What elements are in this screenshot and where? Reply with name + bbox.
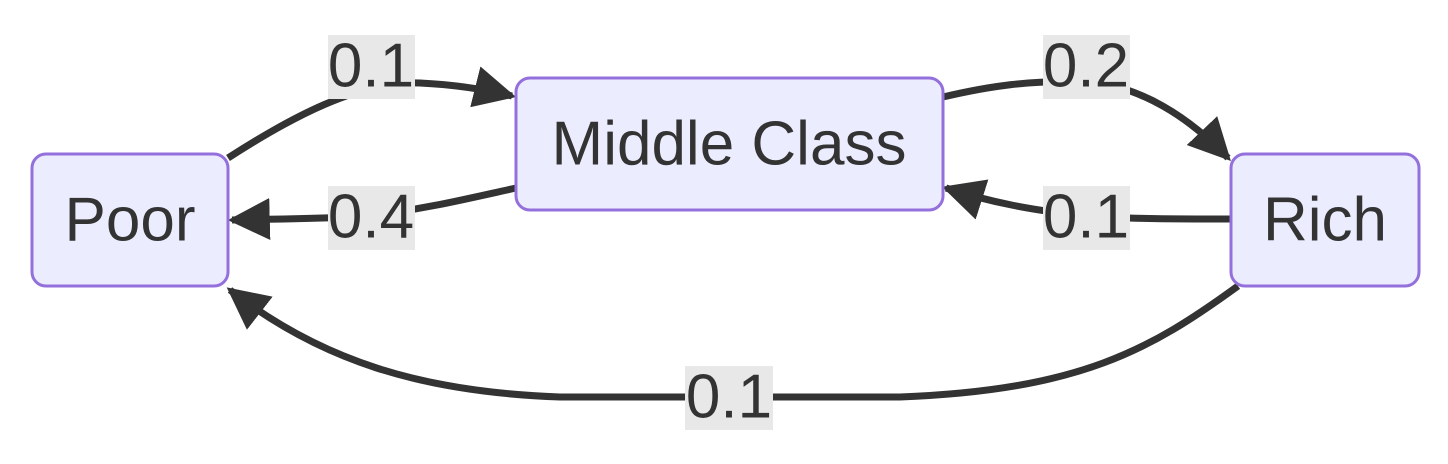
edge-rich-to-poor: 0.1 [226, 283, 1241, 432]
edge-middle-to-rich: 0.2 [942, 32, 1231, 162]
edge-poor-to-middle: 0.1 [226, 32, 517, 161]
edge-label-bg [328, 35, 415, 99]
edge-label-bg [328, 186, 415, 250]
edge-middle-to-poor: 0.4 [227, 183, 517, 252]
edge-label-bg [1043, 35, 1130, 99]
edge-label: 0.2 [1043, 32, 1129, 101]
edge-label: 0.4 [328, 183, 414, 252]
edge-label: 0.1 [686, 363, 772, 432]
node-box [1229, 152, 1421, 288]
edge-rich-to-middle: 0.1 [941, 179, 1231, 252]
node-poor: Poor [30, 152, 230, 288]
edge-label-bg [1043, 186, 1130, 250]
node-box [30, 152, 230, 288]
node-rich: Rich [1229, 152, 1421, 288]
node-label: Middle Class [552, 110, 907, 179]
node-label: Rich [1263, 186, 1387, 255]
edge-label: 0.1 [1043, 183, 1129, 252]
node-middle-class: Middle Class [514, 76, 945, 212]
edge-line [226, 283, 1241, 401]
node-box [514, 76, 945, 212]
node-label: Poor [65, 186, 196, 255]
edge-label: 0.1 [328, 32, 414, 101]
edge-label-bg [685, 366, 773, 430]
